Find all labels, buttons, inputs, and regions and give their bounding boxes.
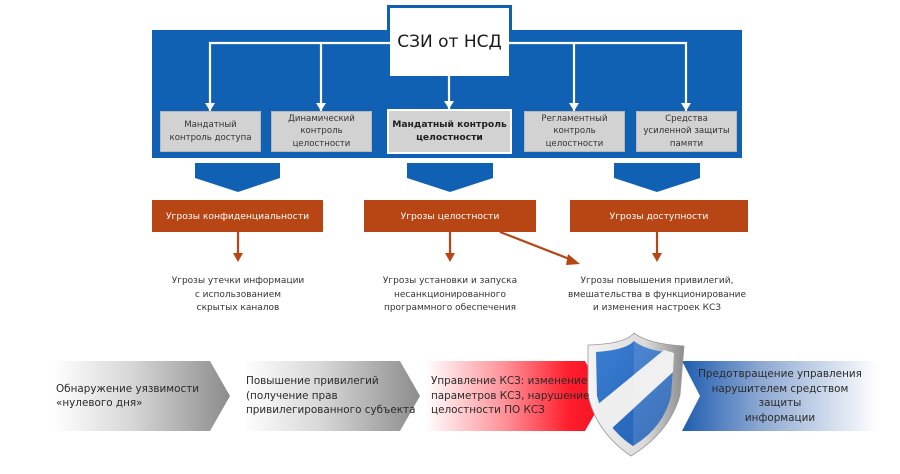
chain-band-4 bbox=[682, 361, 878, 431]
connector-bus-right bbox=[509, 41, 688, 111]
chain-step-label: Предотвращение управления нарушителем ср… bbox=[698, 368, 862, 424]
connector-bus-left bbox=[208, 41, 390, 111]
component-scheduled-integrity-control: Регламентный контроль целостности bbox=[524, 111, 625, 152]
threat-category-label: Угрозы доступности bbox=[609, 210, 709, 222]
threat-arrowhead-1 bbox=[233, 253, 243, 262]
arrowhead-5 bbox=[681, 103, 691, 111]
threat-arrowhead-3 bbox=[652, 253, 662, 262]
threat-category-label: Угрозы целостности bbox=[400, 210, 500, 222]
chain-band-1 bbox=[53, 361, 230, 431]
component-label: Мандатный контроль целостности bbox=[392, 119, 507, 143]
chain-step-label: Обнаружение уязвимости «нулевого дня» bbox=[56, 382, 200, 410]
threat-description-2: Угрозы установки и запуска несанкциониро… bbox=[382, 276, 518, 313]
chain-step-1: Обнаружение уязвимости «нулевого дня» bbox=[56, 362, 216, 430]
threat-category-integrity: Угрозы целостности bbox=[364, 200, 536, 232]
shield-icon bbox=[587, 332, 685, 457]
component-dynamic-integrity-control: Динамический контроль целостности bbox=[271, 111, 372, 152]
chain-step-3: Управление КСЗ: изменение параметров КСЗ… bbox=[431, 362, 591, 430]
chain-band-3 bbox=[425, 361, 605, 431]
root-node: СЗИ от НСД bbox=[390, 8, 509, 76]
threat-category-availability: Угрозы доступности bbox=[570, 200, 748, 232]
component-mandatory-integrity-control: Мандатный контроль целостности bbox=[387, 109, 512, 154]
chain-step-label: Повышение привилегий (получение прав при… bbox=[246, 375, 416, 417]
component-label: Средства усиленной защиты памяти bbox=[643, 113, 730, 149]
chain-step-2: Повышение привилегий (получение прав при… bbox=[246, 362, 416, 430]
threat-category-confidentiality: Угрозы конфиденциальности bbox=[152, 200, 323, 232]
component-mandatory-access-control: Мандатный контроль доступа bbox=[160, 111, 261, 152]
threat-arrowhead-diagonal bbox=[566, 254, 580, 265]
threat-arrow-diagonal bbox=[499, 230, 573, 262]
threat-description-1: Угрозы утечки информации с использование… bbox=[171, 276, 305, 313]
component-label: Мандатный контроль доступа bbox=[169, 120, 252, 143]
arrowhead-2 bbox=[316, 103, 326, 111]
component-label: Регламентный контроль целостности bbox=[541, 113, 608, 149]
arrowhead-4 bbox=[569, 103, 579, 111]
arrowhead-3 bbox=[444, 101, 454, 109]
threat-arrowhead-2 bbox=[445, 253, 455, 262]
threat-category-label: Угрозы конфиденциальности bbox=[165, 210, 310, 222]
chain-step-label: Управление КСЗ: изменение параметров КСЗ… bbox=[431, 375, 590, 417]
chevron-arrow-1 bbox=[195, 163, 280, 192]
chevron-arrow-3 bbox=[614, 163, 700, 192]
root-label: СЗИ от НСД bbox=[397, 32, 502, 52]
chain-step-4: Предотвращение управления нарушителем ср… bbox=[690, 362, 870, 430]
threat-description-3: Угрозы повышения привилегий, вмешательст… bbox=[567, 276, 747, 313]
arrowhead-1 bbox=[205, 103, 215, 111]
component-label: Динамический контроль целостности bbox=[288, 113, 355, 149]
chevron-arrow-2 bbox=[407, 163, 493, 192]
component-memory-protection: Средства усиленной защиты памяти bbox=[636, 111, 737, 152]
chain-band-2 bbox=[243, 361, 420, 431]
